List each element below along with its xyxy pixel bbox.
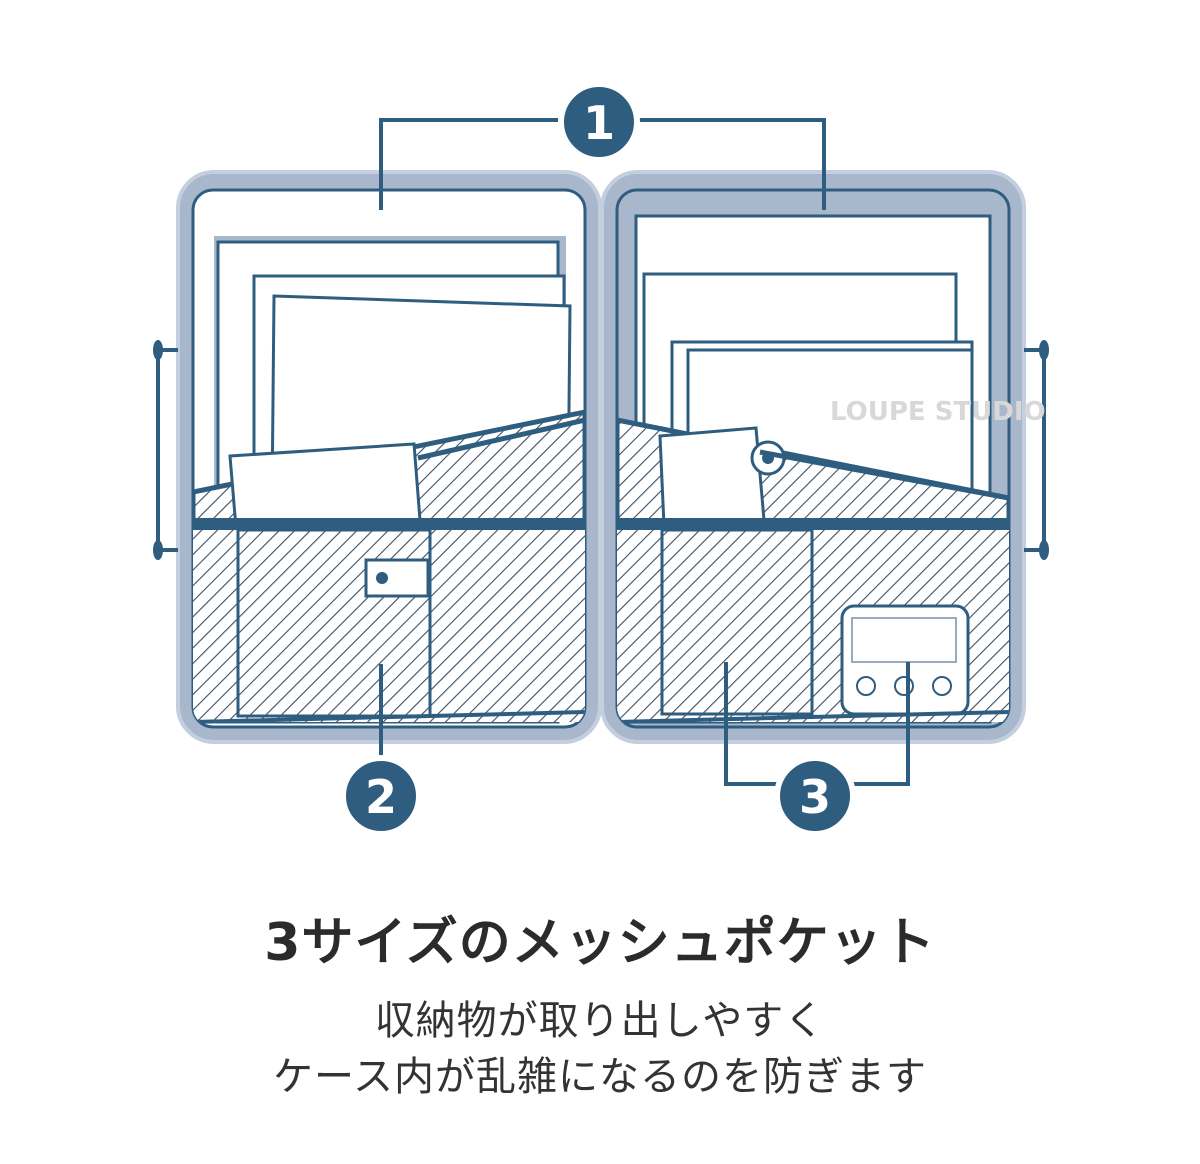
- caption-line-2: ケース内が乱雑になるのを防ぎます: [273, 1054, 927, 1100]
- callout-3-label: 3: [799, 770, 831, 824]
- right-half: [600, 170, 1049, 744]
- watermark: LOUPE STUDIO: [830, 397, 1046, 427]
- caption-line-1: 収納物が取り出しやすく: [374, 998, 826, 1044]
- callout-1: 1: [379, 81, 826, 210]
- callout-1-label: 1: [583, 96, 615, 150]
- left-half: [153, 170, 602, 744]
- callout-2: 2: [340, 664, 422, 837]
- caption-title: 3サイズのメッシュポケット: [264, 913, 936, 973]
- callout-3: 3: [724, 662, 910, 837]
- open-suitcase-diagram: LOUPE STUDIO 1 2 3: [153, 81, 1049, 837]
- callout-2-label: 2: [365, 770, 397, 824]
